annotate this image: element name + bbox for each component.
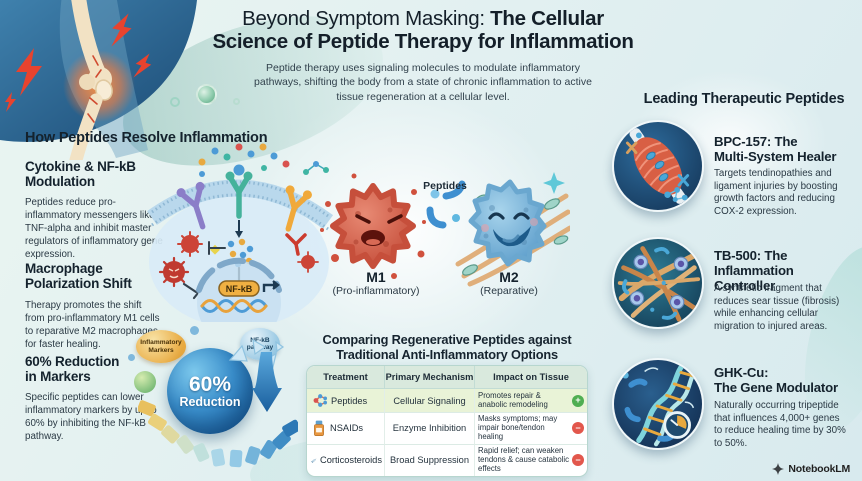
receptor-icon <box>225 164 253 219</box>
table-row-corticosteroids-mechanism: Broad Suppression <box>385 444 475 476</box>
bubble-decoration <box>134 371 156 393</box>
down-arrow-icon <box>252 352 282 412</box>
section-heading-leading-peptides: Leading Therapeutic Peptides <box>643 91 845 107</box>
dna-icon <box>200 299 268 313</box>
bpc157-body: Targets tendinopathies and ligament inju… <box>714 168 838 218</box>
table-row-nsaids-impact: Masks symptoms; may impair bone/tendon h… <box>475 413 587 445</box>
item-title-cytokine: Cytokine & NF-kB Modulation <box>25 159 136 189</box>
clock-icon <box>663 411 691 439</box>
ghkcu-title: GHK-Cu: The Gene Modulator <box>714 365 838 395</box>
cell-signaling-diagram: NF-kB <box>146 140 334 345</box>
sparkle-icon <box>543 172 565 194</box>
table-row-corticosteroids-impact: Rapid relief; can weaken tendons & cause… <box>475 445 587 476</box>
crack-shards-icon <box>228 338 285 369</box>
negative-badge: − <box>572 454 584 467</box>
table-row-nsaids-mechanism: Enzyme Inhibition <box>385 413 475 445</box>
nfkb-label: NF-kB <box>226 284 253 294</box>
item-body-cytokine: Peptides reduce pro-inflammatory messeng… <box>25 197 163 260</box>
knee-joint-icon <box>0 0 197 167</box>
table-row-peptides-mechanism: Cellular Signaling <box>385 389 475 413</box>
cell-bubble-decoration <box>196 84 217 105</box>
item-body-macrophage: Therapy promotes the shift from pro-infl… <box>25 300 160 350</box>
syringe-icon <box>311 458 317 463</box>
page-subtitle: Peptide therapy uses signaling molecules… <box>254 61 592 103</box>
transcription-arrow-icon <box>262 280 280 292</box>
column-header-impact: Impact on Tissue <box>475 366 587 389</box>
item-title-macrophage: Macrophage Polarization Shift <box>25 261 132 291</box>
peptides-label: Peptides <box>423 180 467 192</box>
comparison-table: Treatment Primary Mechanism Impact on Ti… <box>306 365 588 477</box>
item-title-reduction: 60% Reduction in Markers <box>25 354 120 384</box>
macrophage-polarization-illustration <box>318 166 573 303</box>
reduction-sphere: 60% Reduction <box>167 348 253 434</box>
m2-label: M2 (Reparative) <box>480 269 538 297</box>
notebooklm-watermark: NotebookLM <box>772 463 850 475</box>
negative-badge: − <box>572 422 584 435</box>
item-body-reduction: Specific peptides can lower inflammatory… <box>25 392 157 442</box>
table-title: Comparing Regenerative Peptides against … <box>322 332 572 362</box>
sixty-percent-reduction-graphic: Inflammatory Markers NF-kB pathway 60% R… <box>126 318 306 473</box>
header: Beyond Symptom Masking: The Cellular Sci… <box>205 7 641 104</box>
cell-bubble-decoration <box>170 97 180 107</box>
pain-lightning-icon <box>5 13 152 112</box>
nfkb-pill <box>218 280 260 297</box>
molecule-icon <box>313 394 328 407</box>
table-row-peptides-treatment: Peptides <box>307 389 385 413</box>
cell-bubble-decoration <box>233 98 240 105</box>
gradient-arc-icon <box>138 400 298 468</box>
pill-bottle-icon <box>314 420 324 436</box>
m1-label: M1 (Pro-inflammatory) <box>332 269 420 297</box>
receptor-icon <box>176 181 206 230</box>
splatter-decoration <box>320 173 426 279</box>
bubble-decoration <box>190 326 199 335</box>
reduction-label: Reduction <box>179 394 241 409</box>
inflamed-knee-illustration <box>0 0 200 167</box>
ghkcu-body: Naturally occurring tripeptide that infl… <box>714 400 846 450</box>
tb500-body: A synthetic fragment that reduces sear t… <box>714 283 840 333</box>
bpc157-title: BPC-157: The Multi-System Healer <box>714 134 837 164</box>
receptor-icon <box>285 185 312 232</box>
m2-cell-icon <box>468 179 547 267</box>
column-header-mechanism: Primary Mechanism <box>385 366 475 389</box>
tb500-fibers-illustration <box>612 237 704 329</box>
migrating-cells <box>629 254 689 310</box>
peptide-molecules-icon <box>426 180 466 229</box>
table-row-nsaids-treatment: NSAIDs <box>307 413 385 445</box>
virus-icon <box>158 231 319 288</box>
notebooklm-logo-icon <box>772 463 785 475</box>
section-heading-how-peptides: How Peptides Resolve Inflammation <box>25 130 268 146</box>
brand-label: NotebookLM <box>788 463 850 475</box>
inflammatory-markers-badge: Inflammatory Markers <box>136 330 186 363</box>
molecule-decoration-icon <box>303 161 329 175</box>
cytokine-dots-icon <box>198 143 290 177</box>
bubble-decoration <box>128 354 135 361</box>
table-row-peptides-impact: Promotes repair & anabolic remodeling + <box>475 389 587 413</box>
bpc157-muscle-illustration <box>612 120 704 212</box>
table-row-corticosteroids-treatment: Corticosteroids <box>307 444 385 476</box>
m1-cell-icon <box>330 183 416 269</box>
antibody-icon <box>285 233 307 256</box>
column-header-treatment: Treatment <box>307 366 385 389</box>
reduction-value: 60% <box>188 372 232 396</box>
positive-badge: + <box>572 394 584 407</box>
ghkcu-dna-illustration <box>612 358 704 450</box>
tb500-title: TB-500: The Inflammation Controller <box>714 248 794 293</box>
page-title: Beyond Symptom Masking: The Cellular Sci… <box>212 7 634 53</box>
